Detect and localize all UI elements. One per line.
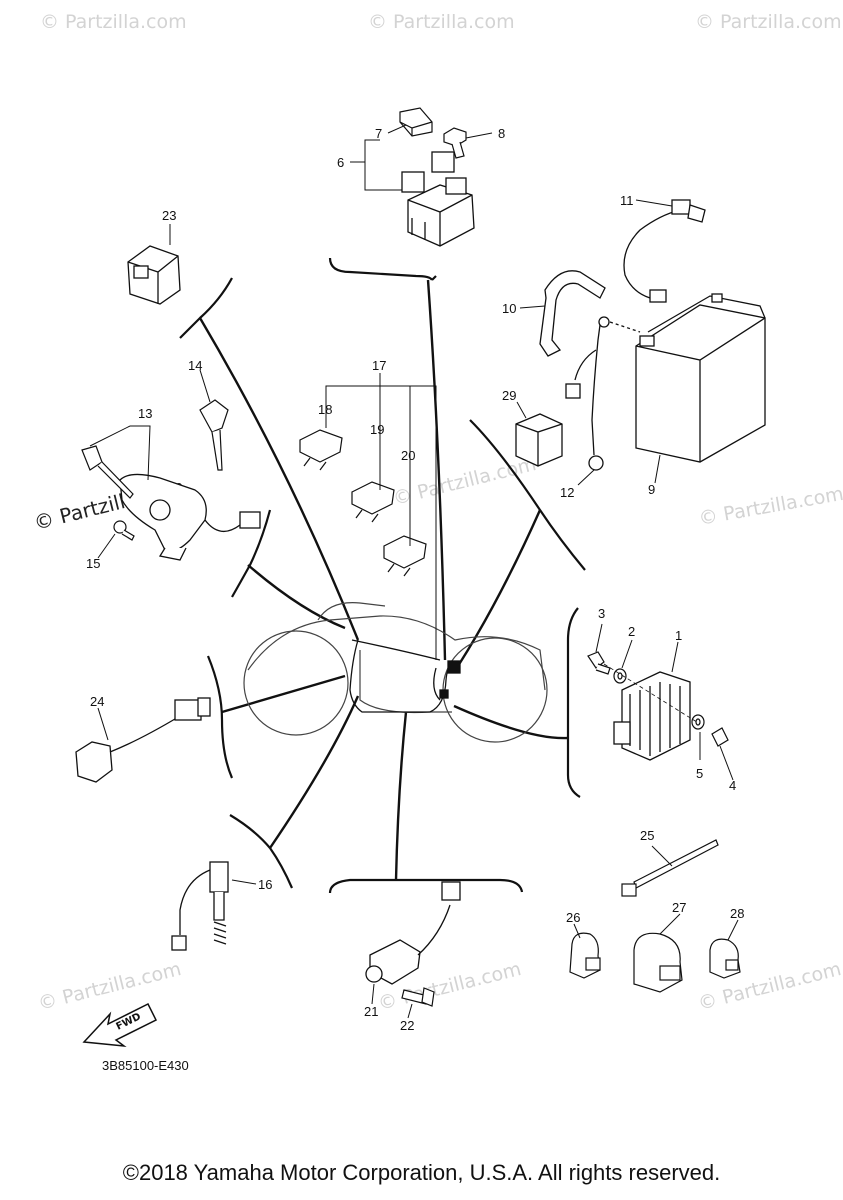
bracket-top bbox=[328, 257, 433, 281]
battery-part bbox=[635, 293, 766, 463]
callout-29: 29 bbox=[502, 388, 516, 403]
fwd-arrow-icon: FWD bbox=[82, 1002, 158, 1048]
washer-5-part bbox=[691, 714, 705, 730]
washer-2-part bbox=[613, 668, 627, 684]
callout-18: 18 bbox=[318, 402, 332, 417]
bolt-part bbox=[443, 127, 467, 159]
callout-28: 28 bbox=[730, 906, 744, 921]
callout-13: 13 bbox=[138, 406, 152, 421]
cable-tie-part bbox=[621, 839, 719, 897]
bracket-bottom bbox=[328, 878, 524, 894]
fuse-18-part bbox=[299, 429, 343, 471]
watermark: © Partzilla.com bbox=[40, 11, 187, 33]
bolt-3-part bbox=[587, 651, 611, 675]
callout-21: 21 bbox=[364, 1004, 378, 1019]
callout-6: 6 bbox=[337, 155, 344, 170]
minus-lead-part bbox=[565, 316, 641, 471]
flasher-relay-part bbox=[127, 245, 181, 305]
callout-9: 9 bbox=[648, 482, 655, 497]
leader-lines bbox=[198, 279, 569, 881]
clamp-27-part bbox=[633, 932, 683, 993]
callout-16: 16 bbox=[258, 877, 272, 892]
battery-cable-part bbox=[623, 199, 706, 303]
section-brackets bbox=[179, 257, 586, 894]
bracket-left-mid bbox=[206, 655, 234, 779]
callout-1: 1 bbox=[675, 628, 682, 643]
callout-17: 17 bbox=[372, 358, 386, 373]
rectifier-regulator-part bbox=[613, 671, 691, 761]
watermark: © Partzilla.com bbox=[697, 483, 843, 530]
battery-band-part bbox=[539, 270, 606, 357]
watermark: © Partzilla.com bbox=[695, 11, 842, 33]
callout-15: 15 bbox=[86, 556, 100, 571]
watermark: © Partzilla.com bbox=[368, 11, 515, 33]
diagram-reference-code: 3B85100-E430 bbox=[102, 1058, 189, 1073]
callout-19: 19 bbox=[370, 422, 384, 437]
callout-leaders bbox=[89, 124, 739, 1019]
callout-25: 25 bbox=[640, 828, 654, 843]
fuse-part bbox=[399, 107, 433, 137]
clamp-26-part bbox=[569, 932, 601, 979]
callout-2: 2 bbox=[628, 624, 635, 639]
callout-5: 5 bbox=[696, 766, 703, 781]
callout-23: 23 bbox=[162, 208, 176, 223]
key-part bbox=[81, 399, 229, 499]
bracket-right-upper bbox=[469, 419, 586, 571]
clamp-28-part bbox=[709, 938, 741, 979]
callout-12: 12 bbox=[560, 485, 574, 500]
fuse-19-part bbox=[351, 481, 395, 523]
bracket-right bbox=[566, 607, 581, 798]
callout-26: 26 bbox=[566, 910, 580, 925]
main-switch-part bbox=[119, 473, 261, 561]
motorcycle-silhouette bbox=[243, 602, 548, 743]
watermark: © Partzilla.com bbox=[36, 958, 184, 1015]
callout-10: 10 bbox=[502, 301, 516, 316]
wiring-harness bbox=[349, 639, 461, 713]
screw-part bbox=[113, 520, 135, 541]
callout-4: 4 bbox=[729, 778, 736, 793]
callout-22: 22 bbox=[400, 1018, 414, 1033]
fuse-20-part bbox=[383, 535, 427, 577]
starter-relay-part bbox=[401, 151, 475, 247]
neutral-switch-16-part bbox=[171, 861, 229, 951]
copyright-notice: ©2018 Yamaha Motor Corporation, U.S.A. A… bbox=[122, 1160, 721, 1185]
bracket-left bbox=[231, 509, 272, 598]
nut-4-part bbox=[711, 727, 729, 747]
callout-3: 3 bbox=[598, 606, 605, 621]
callout-8: 8 bbox=[498, 126, 505, 141]
callout-7: 7 bbox=[375, 126, 382, 141]
neutral-switch-part bbox=[75, 697, 211, 783]
callout-20: 20 bbox=[401, 448, 415, 463]
callout-24: 24 bbox=[90, 694, 104, 709]
callout-27: 27 bbox=[672, 900, 686, 915]
relay-part bbox=[515, 413, 563, 467]
brake-switch-part bbox=[365, 881, 461, 985]
bolt-22-part bbox=[401, 987, 435, 1007]
callout-11: 11 bbox=[620, 193, 634, 208]
callouts: 1 2 3 4 5 6 7 8 9 10 11 12 13 14 15 16 1… bbox=[86, 126, 744, 1033]
callout-14: 14 bbox=[188, 358, 202, 373]
